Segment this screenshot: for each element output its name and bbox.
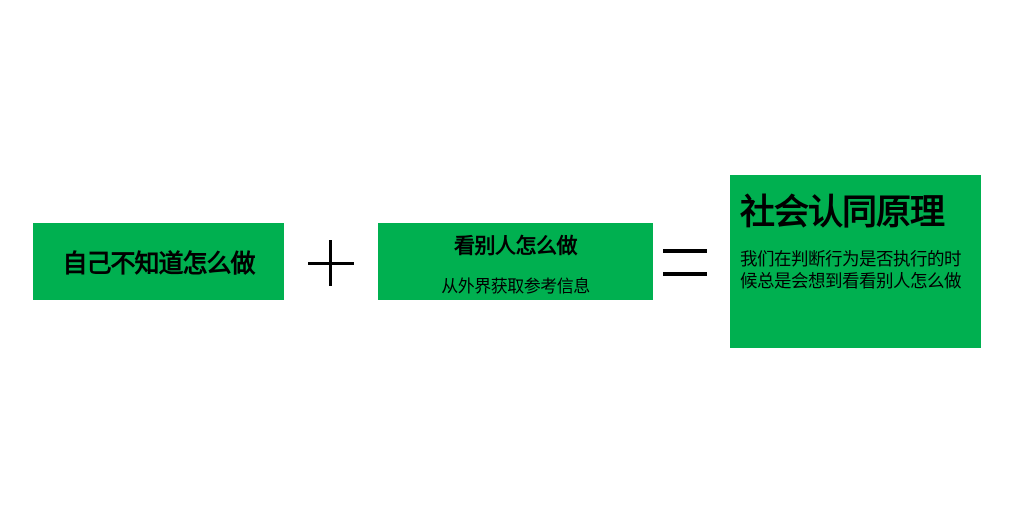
result-description: 我们在判断行为是否执行的时候总是会想到看看别人怎么做 [740, 250, 962, 292]
result-title: 社会认同原理 [740, 193, 945, 233]
premise-box-unknown: 自己不知道怎么做 [33, 223, 284, 300]
observe-subtitle: 从外界获取参考信息 [441, 277, 590, 297]
premise-title: 自己不知道怎么做 [62, 248, 255, 278]
premise-box-observe: 看别人怎么做 从外界获取参考信息 [378, 223, 653, 300]
observe-title: 看别人怎么做 [454, 234, 578, 258]
plus-icon [308, 240, 354, 286]
result-box-social-proof: 社会认同原理 我们在判断行为是否执行的时候总是会想到看看别人怎么做 [730, 175, 981, 348]
equals-icon [663, 249, 707, 279]
